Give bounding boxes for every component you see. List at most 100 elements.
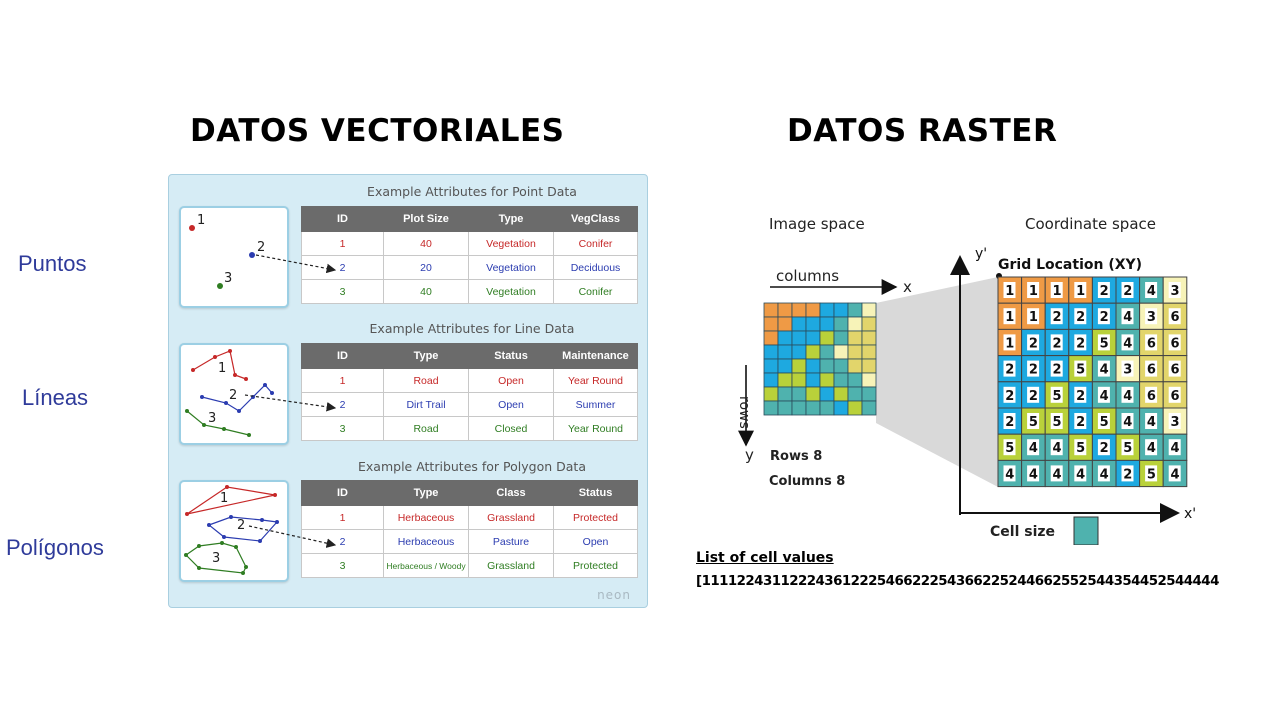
image-grid-cell (763, 386, 779, 402)
cell-value-label: 6 (1147, 389, 1156, 404)
image-grid-cell (805, 302, 821, 318)
cell-value-label: 2 (1029, 363, 1038, 378)
table-cell: Vegetation (468, 279, 554, 304)
image-grid-cell (833, 330, 849, 346)
y-label: y (745, 446, 754, 464)
cell-value-label: 6 (1147, 336, 1156, 351)
cell-value-background (1050, 465, 1063, 482)
point-2 (249, 252, 255, 258)
table-row: 1 Herbaceous Grassland Protected (301, 505, 638, 530)
cell-value-background (1003, 439, 1016, 456)
cell-value-background (1003, 413, 1016, 429)
cell-value-background (1074, 334, 1087, 351)
image-grid-cell (847, 330, 863, 346)
columns-label: columns (776, 267, 839, 285)
table-cell: 2 (301, 255, 384, 280)
cell-value-background (1145, 386, 1158, 403)
cell-value-label: 1 (1029, 284, 1038, 299)
table-cell: Grassland (468, 505, 554, 530)
cell-value-background (1168, 360, 1181, 377)
cell-value-label: 4 (1147, 415, 1156, 430)
image-grid-cell (819, 302, 835, 318)
image-grid-cell (791, 344, 807, 360)
cell-value-label: 2 (1100, 284, 1109, 299)
column-header: Type (383, 480, 469, 506)
image-grid-cell (833, 302, 849, 318)
polygon-feature-1 (186, 486, 276, 515)
cell-value-label: 3 (1170, 284, 1179, 299)
table-header-row: ID Type Status Maintenance (301, 343, 638, 369)
cell-value-background (1145, 308, 1158, 325)
image-grid-cell (833, 316, 849, 332)
cell-value-label: 4 (1147, 284, 1156, 299)
image-grid-cell (763, 316, 779, 332)
polygon-link-arrow (248, 525, 337, 548)
polygon-feature-3 (185, 542, 247, 574)
image-grid-cell (861, 386, 877, 402)
table-cell: Road (383, 368, 469, 393)
cell-value-label: 5 (1005, 441, 1014, 456)
cell-value-label: 2 (1076, 310, 1085, 325)
table-cell: Conifer (553, 279, 638, 304)
table-cell: Dirt Trail (383, 392, 469, 417)
line-2-label: 2 (229, 388, 237, 403)
table-cell: Vegetation (468, 231, 554, 256)
cell-value-background (1097, 334, 1110, 351)
cell-value-label: 5 (1100, 336, 1109, 351)
image-grid-cell (791, 330, 807, 346)
table-cell: Pasture (468, 529, 554, 554)
cell-value-label: 6 (1170, 310, 1179, 325)
vector-illustrations: 1 2 3 1 2 3 1 2 3 (184, 213, 337, 575)
image-grid-cell (777, 358, 793, 374)
cell-value-background (1050, 413, 1063, 429)
image-grid-cell (791, 302, 807, 318)
table-cell: 1 (301, 368, 384, 393)
cell-value-background (1074, 465, 1087, 482)
cell-value-background (1097, 308, 1110, 325)
cell-value-label: 2 (1005, 363, 1014, 378)
cell-value-label: 5 (1052, 415, 1061, 430)
point-3-label: 3 (224, 271, 232, 286)
image-grid-cell (847, 302, 863, 318)
image-grid-cell (805, 358, 821, 374)
table-row: 2 Herbaceous Pasture Open (301, 529, 638, 554)
cell-value-label: 6 (1170, 363, 1179, 378)
column-header: Plot Size (383, 206, 469, 232)
table-cell: Herbaceous / Woody (383, 553, 469, 578)
image-grid-cell (833, 386, 849, 402)
cell-value-background (1003, 308, 1016, 325)
column-header: Maintenance (553, 343, 638, 369)
cell-value-label: 1 (1005, 310, 1014, 325)
cell-value-background (1027, 413, 1040, 429)
cell-value-background (1050, 334, 1063, 351)
table-cell: Open (553, 529, 638, 554)
cell-value-label: 4 (1005, 467, 1014, 482)
table-cell: Protected (553, 553, 638, 578)
cell-value-background (1003, 334, 1016, 351)
image-grid-cell (819, 358, 835, 374)
cell-size-label: Cell size (990, 524, 1055, 540)
cell-value-label: 2 (1100, 310, 1109, 325)
table-cell: Road (383, 416, 469, 441)
cell-value-background (1003, 386, 1016, 403)
image-grid-cell (791, 372, 807, 388)
column-header: Type (468, 206, 554, 232)
table-row: 3 40 Vegetation Conifer (301, 279, 638, 304)
cell-value-label: 3 (1170, 415, 1179, 430)
column-header: Status (468, 343, 554, 369)
cell-value-background (1168, 439, 1181, 456)
cell-value-label: 4 (1100, 363, 1109, 378)
table-cell: Closed (468, 416, 554, 441)
table-cell: 1 (301, 505, 384, 530)
neon-logo: neon (597, 588, 631, 602)
point-1-label: 1 (197, 213, 205, 228)
cell-value-label: 2 (1123, 284, 1132, 299)
cell-value-background (1097, 439, 1110, 456)
image-grid-cell (763, 302, 779, 318)
image-grid-cell (847, 386, 863, 402)
line-link-arrow (244, 394, 337, 412)
cell-value-label: 2 (1052, 336, 1061, 351)
cell-values-list: [111122431122243612225466222543662252446… (696, 574, 1219, 589)
x-label: x (903, 278, 912, 296)
